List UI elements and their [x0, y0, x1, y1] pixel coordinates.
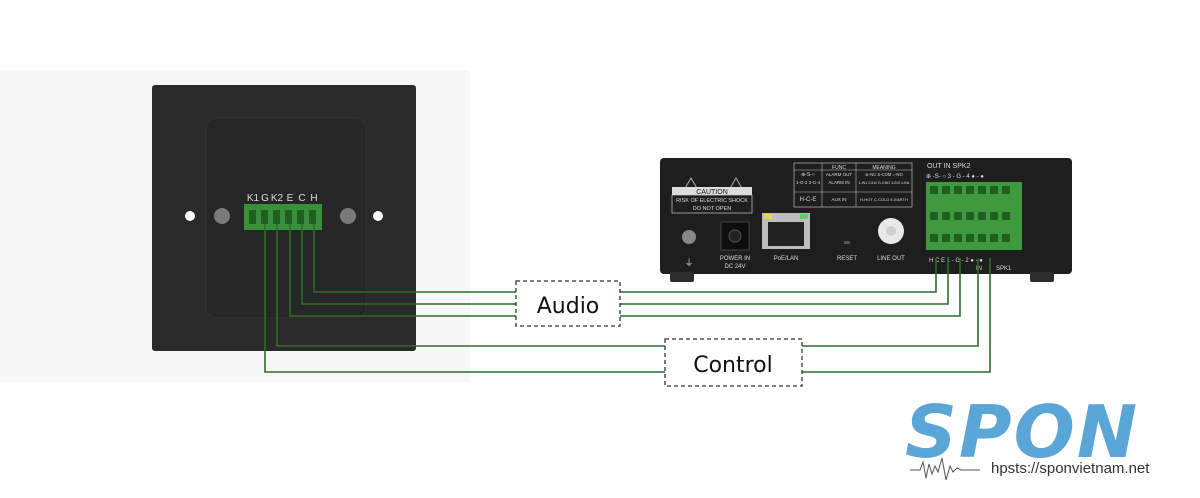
power-in-label: POWER IN [720, 256, 750, 262]
panel-hole-left [185, 211, 195, 221]
power-dc-label: DC 24V [724, 264, 745, 270]
brand-url[interactable]: hpsts://sponvietnam.net [991, 460, 1150, 477]
control-label: Control [693, 353, 773, 378]
wire-audio-h [313, 224, 937, 293]
meaning-header: MEANING [872, 165, 895, 171]
row3-pins: H-C-E [800, 197, 817, 203]
led-yellow [764, 214, 772, 219]
func-header: FUNC [832, 165, 846, 171]
caution-line2: DO NOT OPEN [693, 206, 731, 212]
line-out-label: LINE OUT [877, 256, 905, 262]
led-green [800, 214, 808, 219]
foot-left [670, 272, 694, 282]
reset-label: RESET [837, 256, 857, 262]
amplifier-unit: CAUTION RISK OF ELECTRIC SHOCK DO NOT OP… [660, 158, 1072, 282]
terminal-label-c: C [298, 193, 305, 204]
terminal-label-k1: K1 [247, 193, 260, 204]
bottom-in-label: IN [976, 266, 982, 272]
wires [264, 224, 991, 373]
row2-pins: 1-G-2 3-G-4 [796, 180, 821, 185]
brand-logo: SPON hpsts://sponvietnam.net [905, 396, 1195, 496]
terminal-label-e: E [287, 193, 294, 204]
panel-hole-right [373, 211, 383, 221]
bottom-terminal-pins: H C E 1 - G - 2 ● - ● [929, 258, 983, 264]
spk1-label: SPK1 [996, 266, 1012, 272]
func-table: FUNC MEANING ⊕-S-○ ALARM OUT ⊕-NC S-COM … [793, 162, 913, 208]
wire-audio-e [289, 224, 961, 317]
row3-meaning: H-HOT C-COLD E-EARTH [860, 197, 908, 202]
ground-screw-icon [682, 230, 696, 244]
earth-symbol-icon: ⏚ [684, 258, 693, 268]
caution-title: CAUTION [696, 189, 728, 196]
top-terminal-label: OUT IN SPK2 [927, 163, 971, 170]
wire-control-k2 [276, 224, 979, 347]
control-label-box: Control [664, 338, 803, 387]
row3-func: AUX IN [831, 197, 846, 202]
caution-label: CAUTION RISK OF ELECTRIC SHOCK DO NOT OP… [671, 177, 753, 214]
screw-right-icon [340, 208, 356, 224]
wall-panel: K1 G K2 E C H [0, 70, 470, 382]
caution-line1: RISK OF ELECTRIC SHOCK [676, 198, 748, 204]
wire-audio-c [301, 224, 949, 305]
foot-right [1030, 272, 1054, 282]
audio-label: Audio [537, 294, 600, 319]
poe-label: PoE/LAN [774, 256, 799, 262]
row1-func: ALARM OUT [826, 172, 853, 177]
row2-meaning: 1-IN1 2-IN2 G-GND 3-IN3 4-IN4 [858, 181, 909, 185]
row1-pins: ⊕-S-○ [801, 172, 815, 178]
terminal-label-g: G [261, 193, 269, 204]
waveform-icon [910, 457, 980, 481]
brand-name: SPON [905, 390, 1140, 474]
top-terminal-pins: ⊕ -S- ○ 3 - G - 4 ● - ● [926, 174, 984, 180]
terminal-label-h: H [310, 193, 317, 204]
screw-left-icon [214, 208, 230, 224]
row2-func: ALARM IN [828, 180, 849, 185]
audio-label-box: Audio [515, 280, 621, 327]
row1-meaning: ⊕-NC S-COM ○-NO [865, 172, 903, 177]
wire-control-g [264, 224, 991, 373]
terminal-label-k2: K2 [271, 193, 284, 204]
reset-button[interactable] [844, 241, 850, 244]
